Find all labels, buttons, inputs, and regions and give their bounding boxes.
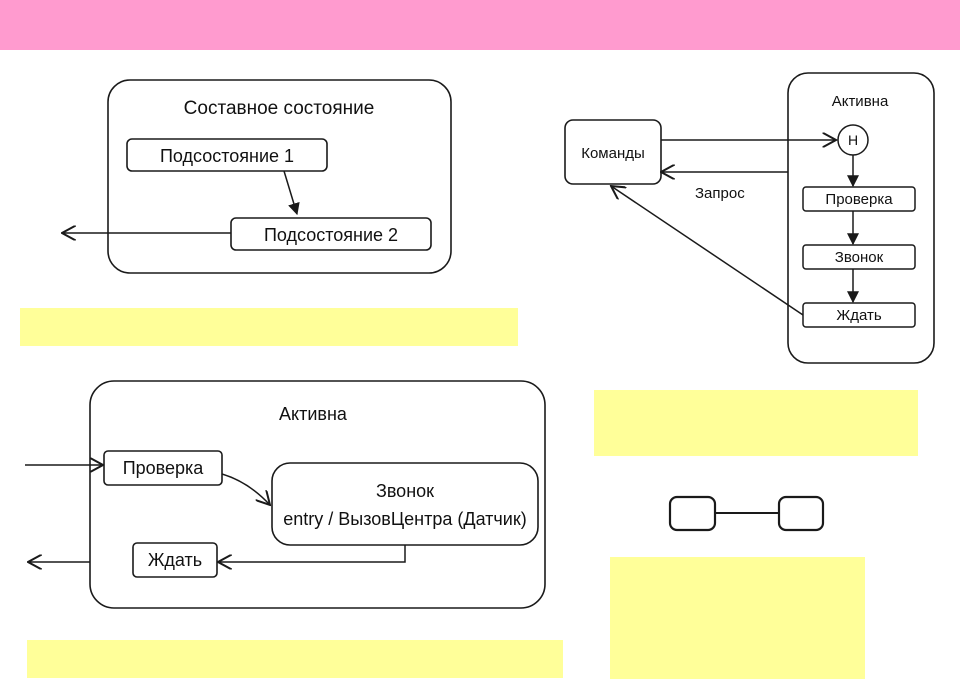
history-state-diagram: Активна Команды H Проверка Звонок Ждать … [564, 72, 935, 364]
call-to-wait-arrow-bottom [218, 545, 406, 562]
active-call-action: entry / ВызовЦентра (Датчик) [283, 509, 526, 529]
commands-box [564, 119, 662, 185]
history-marker-label: H [848, 132, 858, 148]
composite-state-diagram: Составное состояние Подсостояние 1 Подсо… [62, 79, 452, 274]
substate-1-label: Подсостояние 1 [160, 146, 294, 166]
active-check-label: Проверка [123, 458, 205, 478]
active-call-box [271, 462, 539, 546]
composite-state-box [107, 79, 452, 274]
history-check-label: Проверка [825, 191, 893, 208]
composite-state-title: Составное состояние [184, 98, 375, 119]
note-bar-3 [27, 640, 563, 678]
substate-1-box [126, 138, 328, 172]
two-states-connected-icon [668, 495, 825, 532]
history-wait-label: Ждать [836, 307, 881, 324]
request-label: Запрос [695, 185, 745, 202]
active-state-diagram: Активна Проверка Звонок entry / ВызовЦен… [25, 380, 546, 609]
note-bar-4 [610, 557, 865, 679]
history-call-box [802, 244, 916, 270]
active-outer-title: Активна [279, 404, 348, 424]
substate-2-label: Подсостояние 2 [264, 225, 398, 245]
history-call-label: Звонок [835, 249, 884, 266]
check-to-call-curve-arrow [221, 473, 270, 505]
commands-label: Команды [581, 145, 645, 162]
wait-to-commands-arrow [611, 186, 804, 316]
active-container-box [787, 72, 935, 364]
header-bar [0, 0, 960, 50]
history-check-box [802, 186, 916, 212]
substate-2-box [230, 217, 432, 251]
active-outer-box [89, 380, 546, 609]
note-bar-2 [594, 390, 918, 456]
active-call-name: Звонок [376, 481, 434, 501]
note-bar-1 [20, 308, 518, 346]
active-container-title: Активна [832, 93, 889, 110]
active-wait-label: Ждать [148, 550, 202, 570]
substate-transition-arrow [283, 170, 300, 216]
